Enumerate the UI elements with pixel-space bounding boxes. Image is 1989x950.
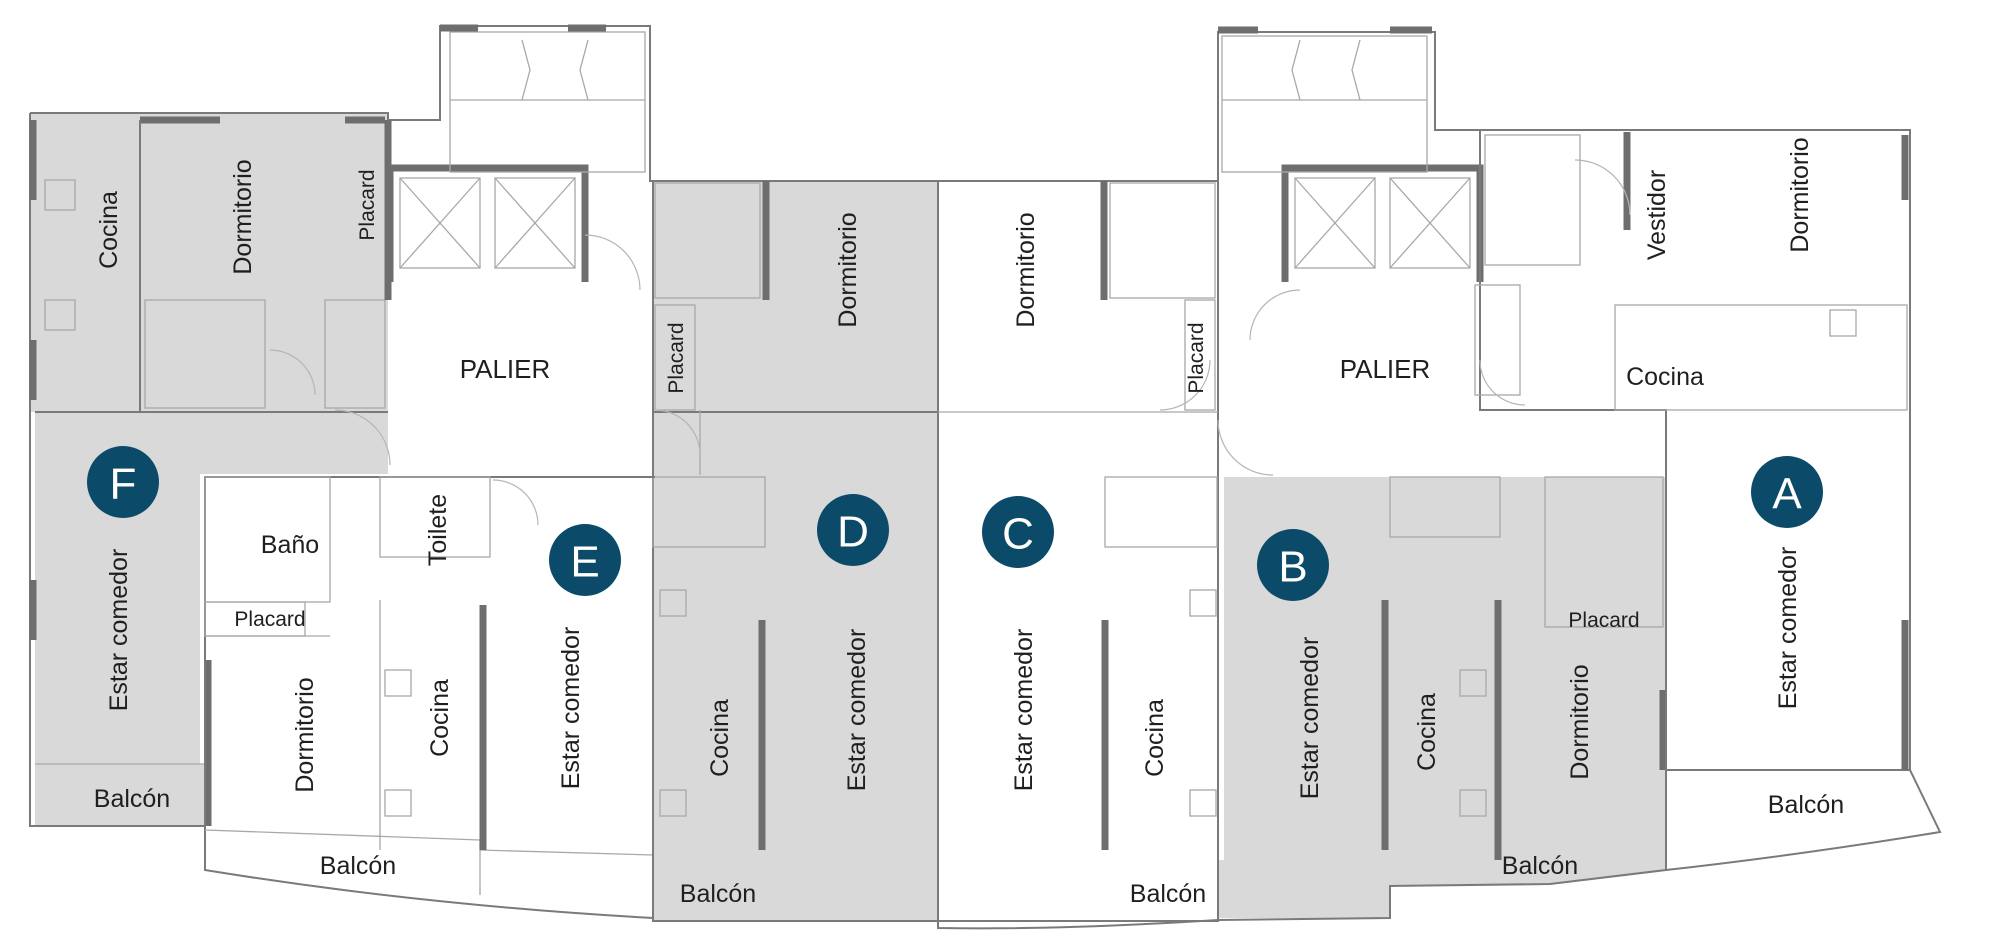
label-cocina-f: Cocina (95, 191, 123, 269)
unit-badge-a-letter: A (1772, 470, 1802, 519)
unit-badge-c-letter: C (1002, 510, 1034, 559)
label-palier-left: PALIER (460, 354, 551, 384)
unit-badge-d-letter: D (837, 508, 869, 557)
unit-badge-d[interactable]: D (817, 494, 889, 566)
label-cocina-a: Cocina (1626, 363, 1704, 391)
shaded-areas (30, 113, 1666, 921)
unit-d-area (653, 181, 938, 921)
label-dormitorio-d: Dormitorio (834, 212, 862, 327)
room-labels: Cocina Dormitorio Placard Estar comedor … (94, 137, 1844, 908)
unit-badge-b-letter: B (1278, 543, 1307, 592)
label-placard-f: Placard (356, 169, 379, 240)
unit-b-area (1218, 477, 1666, 918)
label-estar-comedor-a: Estar comedor (1774, 547, 1802, 710)
label-dormitorio-b: Dormitorio (1566, 664, 1594, 779)
unit-badge-e-letter: E (570, 538, 599, 587)
label-toilete-e: Toilete (424, 494, 452, 566)
label-estar-comedor-f: Estar comedor (105, 549, 133, 712)
walls (29, 24, 1942, 930)
label-balcon-d: Balcón (680, 880, 756, 908)
label-balcon-b: Balcón (1502, 852, 1578, 880)
label-dormitorio-f: Dormitorio (229, 159, 257, 274)
label-cocina-b: Cocina (1413, 693, 1441, 771)
label-placard-e: Placard (234, 608, 305, 631)
label-palier-right: PALIER (1340, 354, 1431, 384)
label-dormitorio-e: Dormitorio (291, 677, 319, 792)
label-cocina-c: Cocina (1141, 699, 1169, 777)
label-placard-b: Placard (1568, 609, 1639, 632)
label-estar-comedor-e: Estar comedor (557, 627, 585, 790)
label-estar-comedor-d: Estar comedor (843, 629, 871, 792)
unit-badge-a[interactable]: A (1751, 456, 1823, 528)
label-placard-d: Placard (665, 322, 688, 393)
unit-badge-b[interactable]: B (1257, 529, 1329, 601)
unit-badge-f[interactable]: F (87, 446, 159, 518)
label-balcon-c: Balcón (1130, 880, 1206, 908)
label-placard-c: Placard (1185, 322, 1208, 393)
label-cocina-d: Cocina (706, 699, 734, 777)
unit-f-area (30, 113, 388, 826)
unit-badge-e[interactable]: E (549, 524, 621, 596)
label-cocina-e: Cocina (426, 679, 454, 757)
label-balcon-f: Balcón (94, 785, 170, 813)
unit-badge-c[interactable]: C (982, 496, 1054, 568)
label-balcon-e: Balcón (320, 852, 396, 880)
label-balcon-a: Balcón (1768, 791, 1844, 819)
label-estar-comedor-b: Estar comedor (1296, 637, 1324, 800)
label-dormitorio-c: Dormitorio (1012, 212, 1040, 327)
label-bano-e: Baño (261, 531, 319, 559)
label-dormitorio-a: Dormitorio (1786, 137, 1814, 252)
label-vestidor-a: Vestidor (1643, 170, 1671, 260)
label-estar-comedor-c: Estar comedor (1010, 629, 1038, 792)
unit-badge-f-letter: F (110, 460, 137, 509)
